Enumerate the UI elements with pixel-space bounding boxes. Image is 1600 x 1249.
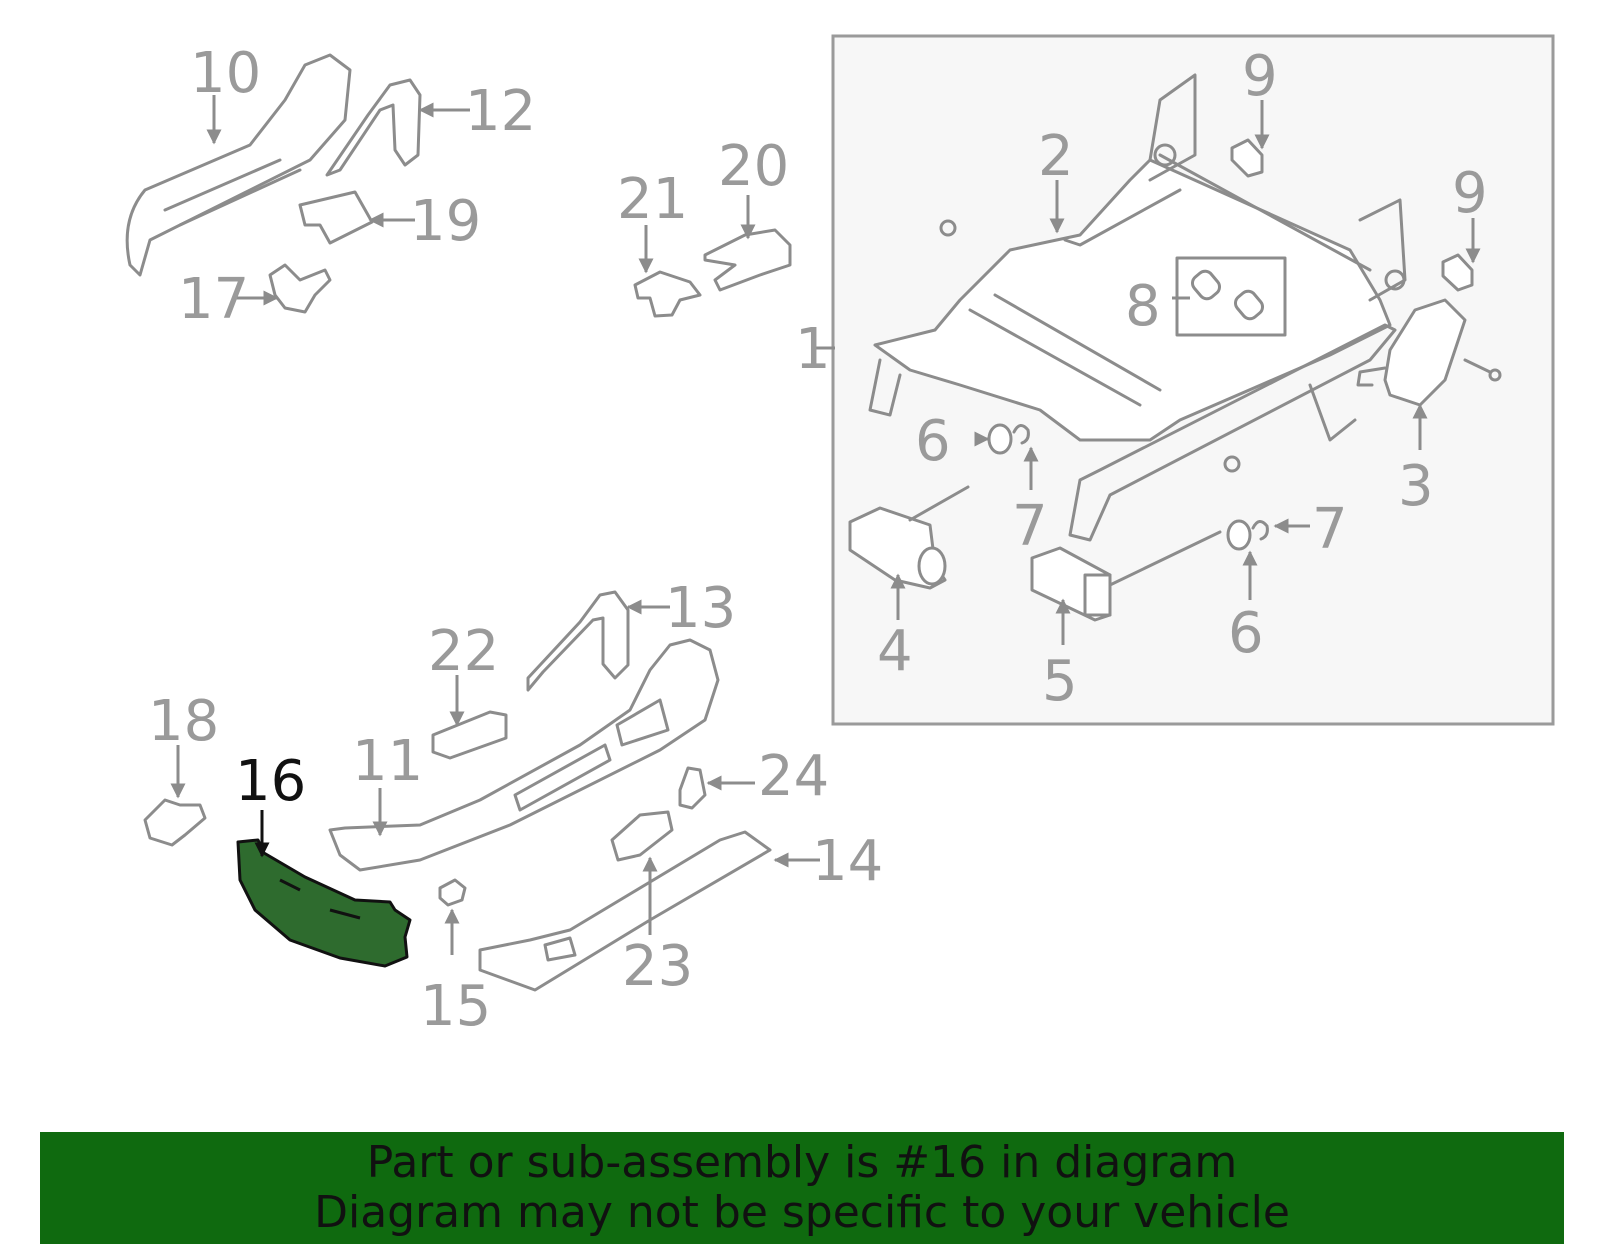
bracket-12 [325, 78, 422, 177]
callout-2: 2 [1038, 124, 1074, 189]
callout-6a: 6 [915, 409, 951, 474]
callout-8: 8 [1125, 274, 1161, 339]
banner-line-1: Part or sub-assembly is #16 in diagram [366, 1137, 1238, 1188]
clip-19 [298, 190, 374, 245]
callout-10: 10 [190, 41, 261, 106]
knob-23 [610, 810, 674, 862]
callout-20: 20 [718, 134, 789, 199]
washer-6b [1226, 519, 1252, 551]
callout-18: 18 [148, 689, 219, 754]
callout-17: 17 [178, 267, 249, 332]
callout-12: 12 [465, 79, 536, 144]
rail-14 [478, 830, 772, 992]
callout-16: 16 [235, 749, 306, 814]
callout-15: 15 [420, 974, 491, 1039]
clip-9b [1441, 253, 1474, 292]
callout-23: 23 [622, 934, 693, 999]
cover-11 [328, 638, 720, 872]
bracket-13 [526, 590, 630, 692]
washer-6a [987, 423, 1013, 455]
callout-21: 21 [617, 167, 688, 232]
motor-3 [1356, 298, 1502, 407]
highlighted-part-16[interactable] [236, 838, 412, 968]
callout-14: 14 [812, 829, 883, 894]
callout-24: 24 [758, 744, 829, 809]
callout-4: 4 [877, 619, 913, 684]
part-20 [703, 228, 792, 292]
callout-5: 5 [1042, 649, 1078, 714]
callout-9a: 9 [1242, 44, 1278, 109]
cap-24 [678, 766, 707, 810]
part-21 [633, 270, 702, 318]
callout-9b: 9 [1452, 161, 1488, 226]
callout-7a: 7 [1012, 494, 1048, 559]
clip-18 [143, 798, 207, 847]
info-banner: Part or sub-assembly is #16 in diagram D… [40, 1132, 1564, 1244]
cover-10 [125, 53, 352, 277]
screw-15 [438, 878, 467, 907]
pin-kit [1190, 269, 1265, 321]
leader-lines [170, 95, 1481, 955]
banner-line-2: Diagram may not be specific to your vehi… [314, 1187, 1290, 1238]
callout-19: 19 [410, 189, 481, 254]
callout-1: 1 [795, 317, 831, 382]
seat-frame [868, 73, 1407, 542]
callout-6b: 6 [1228, 601, 1264, 666]
callout-3: 3 [1398, 454, 1434, 519]
motor-5 [1030, 530, 1222, 622]
clip-17 [268, 263, 332, 314]
callout-13: 13 [665, 576, 736, 641]
clip-7b [1251, 520, 1269, 541]
motor-4 [848, 485, 970, 590]
callout-22: 22 [428, 619, 499, 684]
callout-7b: 7 [1312, 497, 1348, 562]
switch-22 [431, 710, 508, 760]
callout-11: 11 [352, 729, 423, 794]
clip-7a [1012, 424, 1030, 445]
